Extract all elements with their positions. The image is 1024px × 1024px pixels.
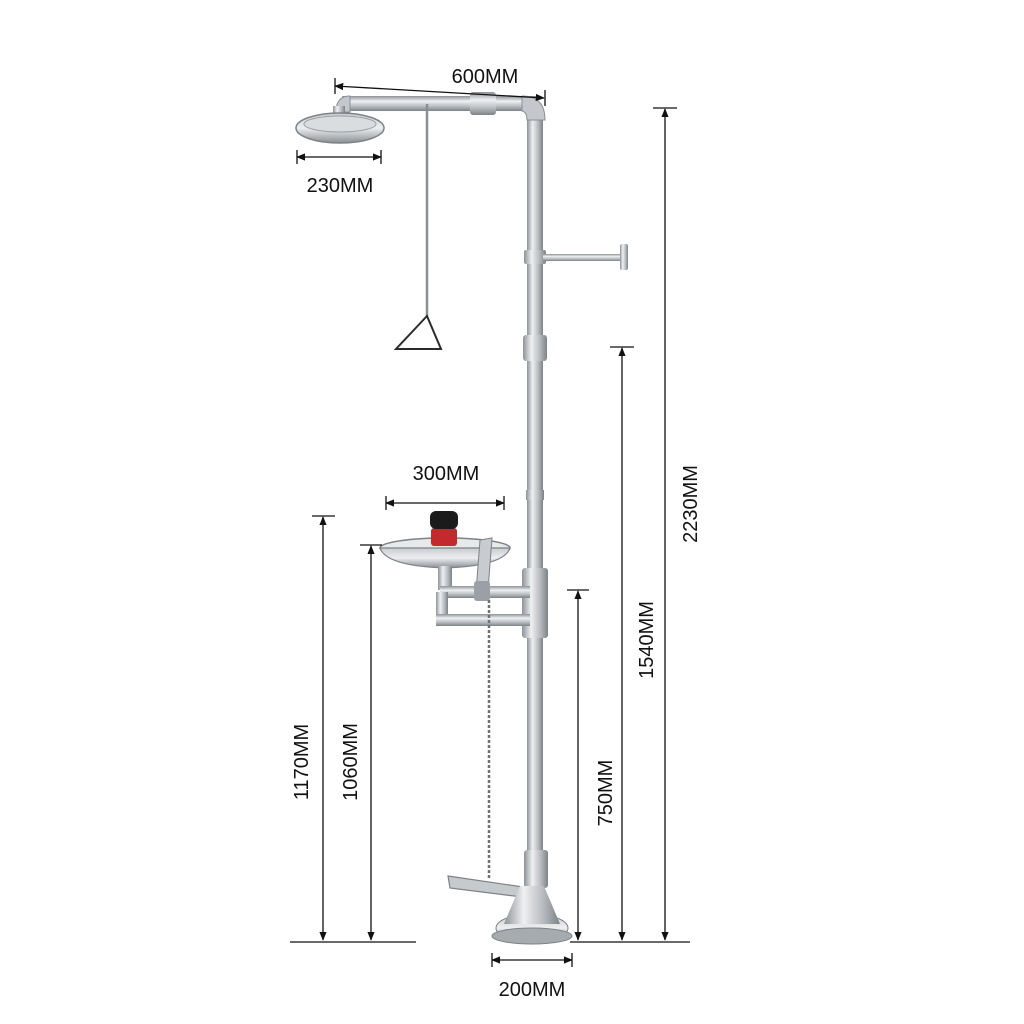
label-2230: 2230MM xyxy=(680,465,702,543)
eyewash-valve xyxy=(474,581,490,601)
dimension-lines xyxy=(290,78,690,967)
eyewash-nozzle-cap xyxy=(430,511,458,529)
label-200: 200MM xyxy=(499,979,566,1001)
label-1060: 1060MM xyxy=(340,723,362,801)
eyewash-lower-arm xyxy=(436,614,530,626)
top-elbow xyxy=(521,95,546,121)
label-1170: 1170MM xyxy=(291,724,313,800)
pull-handle-triangle xyxy=(393,314,443,350)
label-1540: 1540MM xyxy=(636,601,658,679)
push-handle-rod xyxy=(543,254,621,261)
pipe-coupling xyxy=(524,850,548,888)
label-300: 300MM xyxy=(413,463,480,485)
label-600: 600MM xyxy=(452,66,519,88)
base-plate xyxy=(491,927,573,945)
pipe-coupling xyxy=(526,490,544,500)
eyewash-vertical-link xyxy=(436,592,448,620)
pipe-coupling xyxy=(523,335,547,361)
base-cone xyxy=(504,886,560,924)
pipe-coupling xyxy=(524,250,546,264)
label-230: 230MM xyxy=(307,175,374,197)
pipe-coupling xyxy=(522,568,548,638)
shower-head-face xyxy=(303,115,377,133)
dim-line-600 xyxy=(334,82,545,102)
push-handle-plate xyxy=(620,244,628,270)
bowl-stem xyxy=(438,566,452,590)
eyewash-nozzle-base xyxy=(431,528,457,546)
top-horizontal-arm xyxy=(342,96,537,111)
label-750: 750MM xyxy=(595,760,617,827)
dimension-labels: 600MM 230MM 300MM 200MM 1170MM 1060MM 75… xyxy=(291,66,702,1001)
